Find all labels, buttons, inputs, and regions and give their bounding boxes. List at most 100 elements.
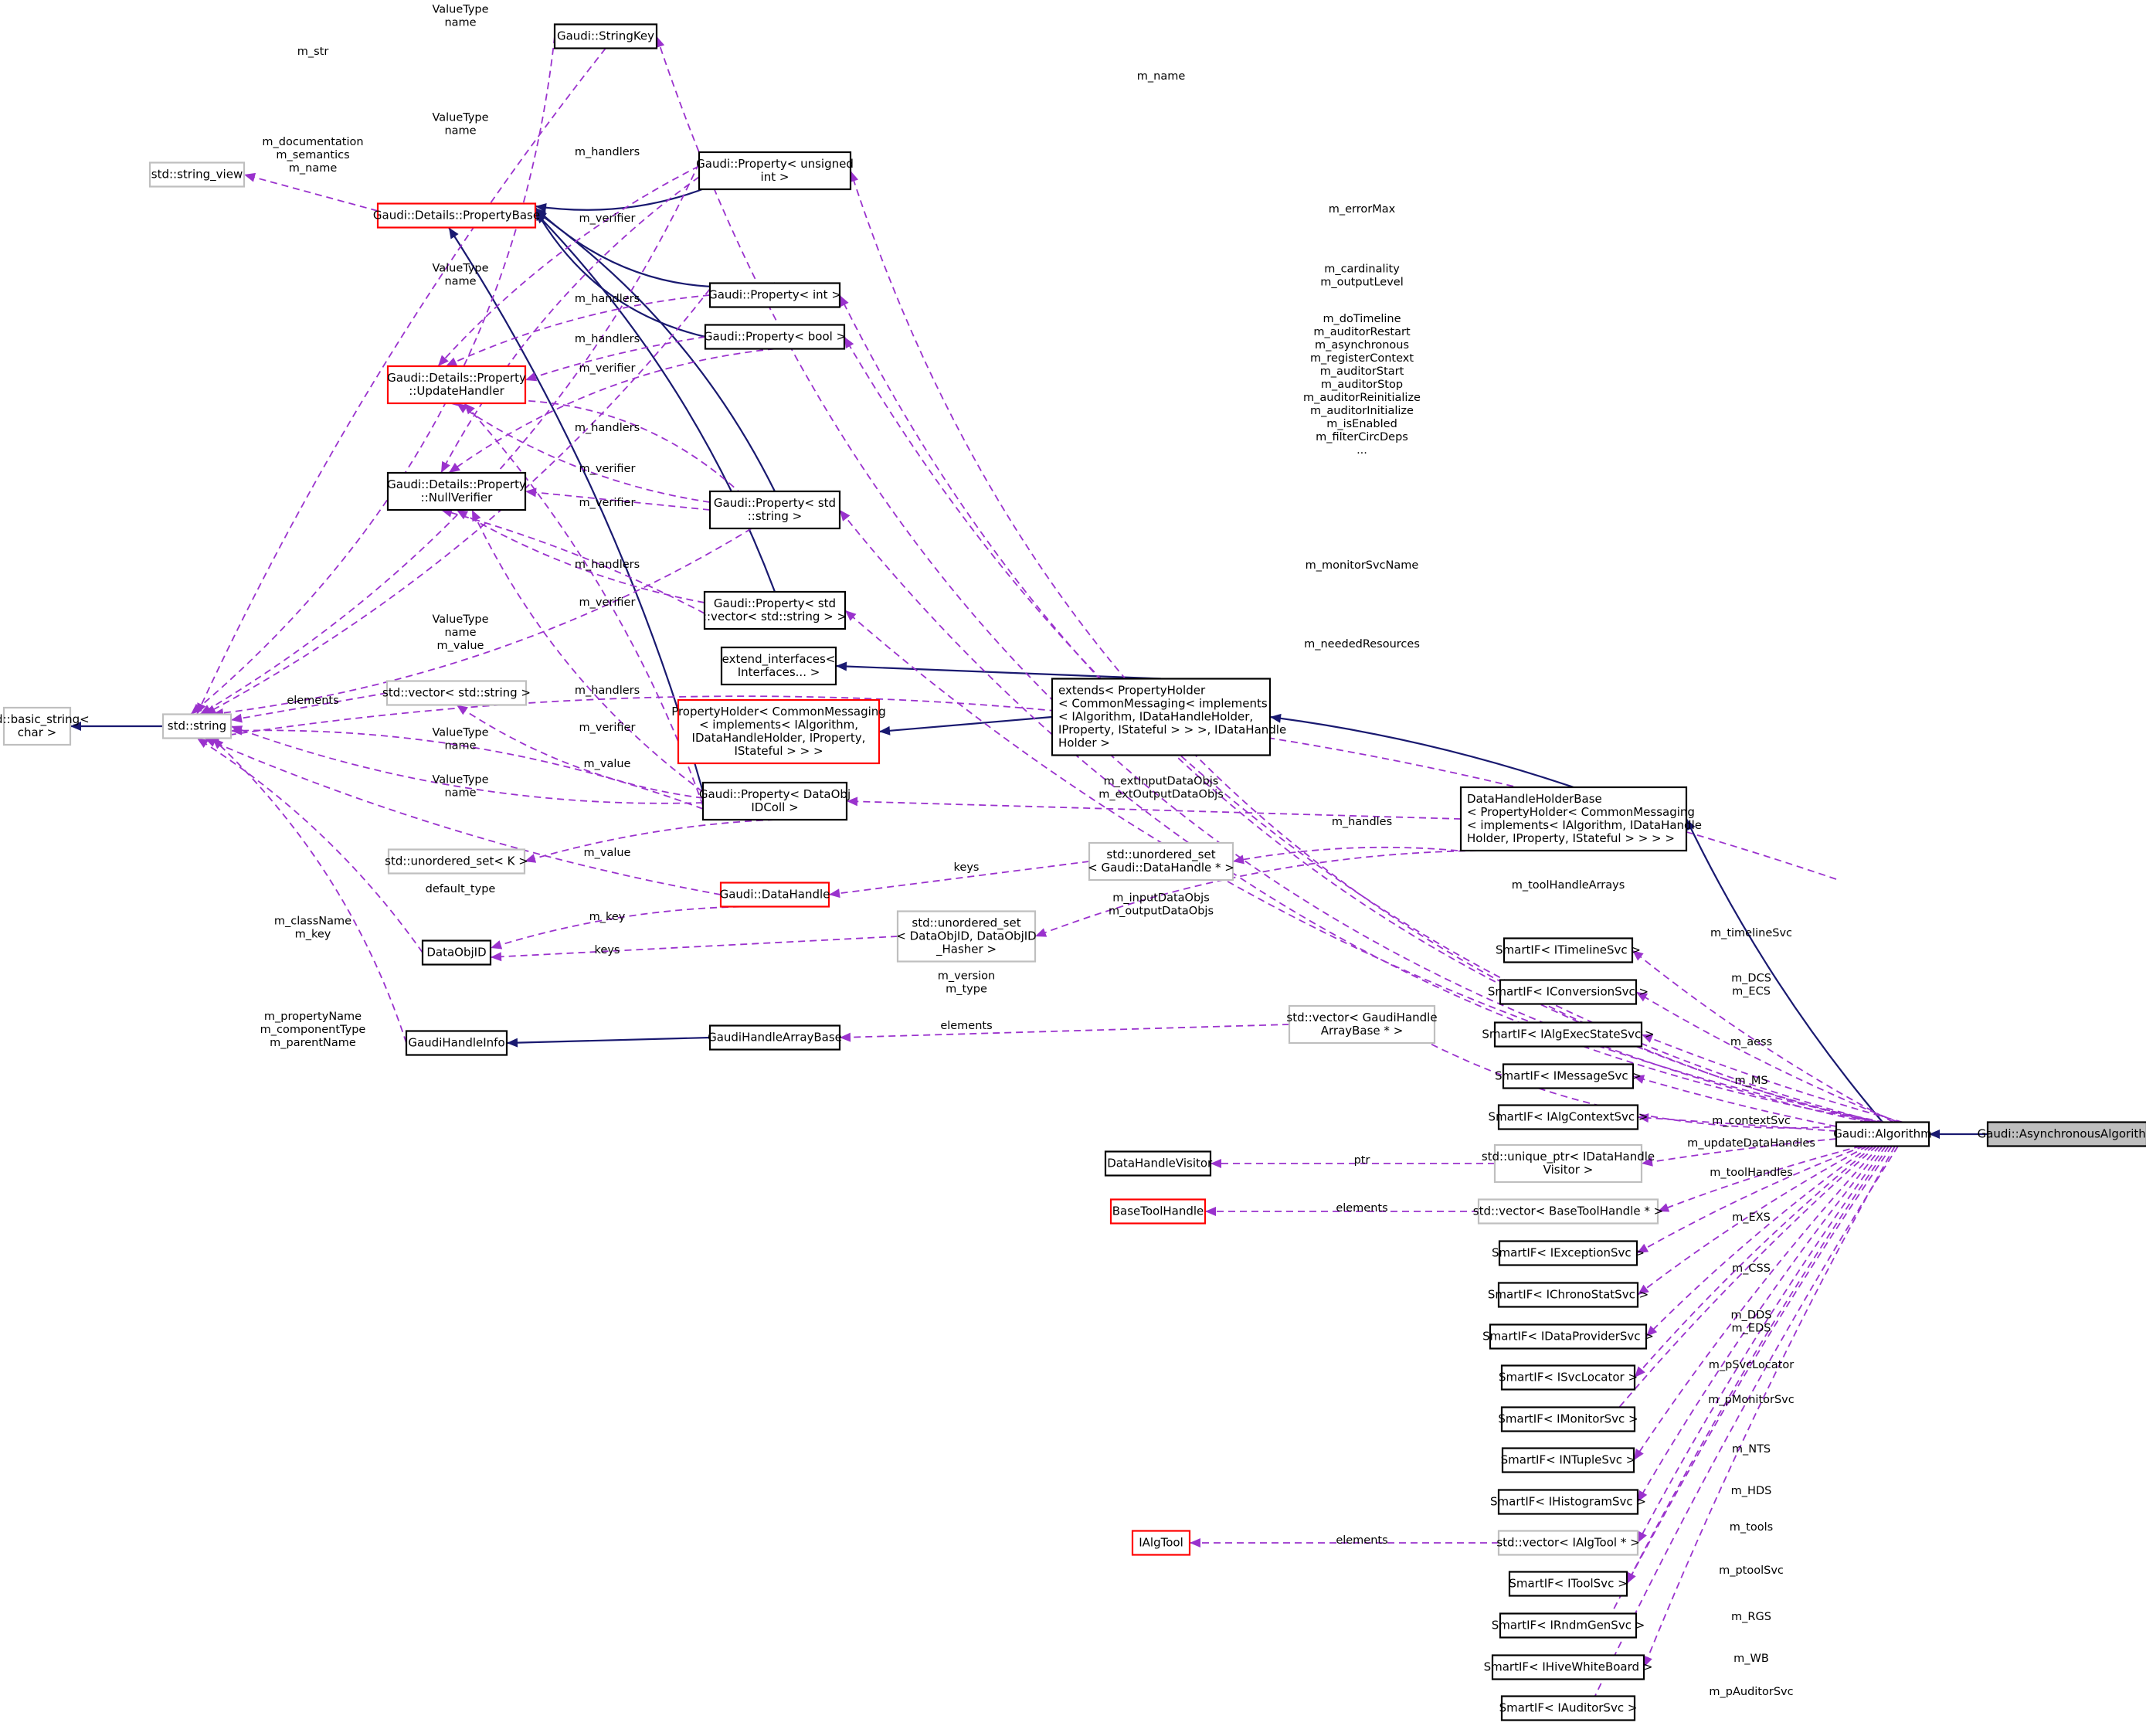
class-node-label: std::unique_ptr< IDataHandle: [1482, 1150, 1655, 1164]
edge-label-m_monitorsvcname: m_monitorSvcName: [1306, 559, 1419, 572]
inheritance-edge-algorithm-datahandleholderbase: [1686, 818, 1883, 1123]
class-node-monitorsvc[interactable]: SmartIF< IMonitorSvc >: [1498, 1406, 1638, 1432]
dependency-edge-elements_vecstr: [230, 692, 388, 723]
class-node-timelinesvc[interactable]: SmartIF< ITimelineSvc >: [1496, 937, 1641, 963]
class-node-idatahandlevisitor[interactable]: IDataHandleVisitor: [1104, 1150, 1213, 1177]
edge-label-m_hds: m_HDS: [1731, 1485, 1772, 1497]
edge-label-m_key: m_key: [589, 911, 626, 923]
class-node-prop-vector[interactable]: Gaudi::Property< std::vector< std::strin…: [703, 590, 847, 630]
class-node-extends[interactable]: extends< PropertyHolder< CommonMessaging…: [1051, 678, 1286, 756]
class-node-hivewhiteboard[interactable]: SmartIF< IHiveWhiteBoard >: [1484, 1654, 1653, 1680]
edge-label-dcs_ecs: m_ECS: [1732, 986, 1771, 998]
edge-label-version_type: m_version: [938, 970, 995, 983]
class-node-prop-bool[interactable]: Gaudi::Property< bool >: [704, 324, 846, 350]
class-node-basetoolhandle[interactable]: BaseToolHandle: [1109, 1198, 1207, 1225]
edge-label-bool_props: ...: [1357, 444, 1367, 457]
edge-label-vt_name_5: name: [444, 787, 476, 800]
dependency-edge-m_timelinesvc: [1632, 950, 1894, 1123]
dependency-edge-prop_comp_parent: [212, 737, 407, 1044]
class-node-label: IDataHandleVisitor: [1104, 1157, 1213, 1170]
edge-label-m_verifier_3: m_verifier: [579, 463, 636, 475]
edge-label-elements_gh: elements: [940, 1020, 992, 1032]
edge-label-vt_name_value: m_value: [437, 640, 484, 652]
dependency-edge-m_ms: [1632, 1075, 1837, 1127]
class-node-prop-string[interactable]: Gaudi::Property< std::string >: [708, 490, 841, 530]
class-node-chronostatsvc[interactable]: SmartIF< IChronoStatSvc >: [1488, 1282, 1649, 1308]
class-node-vector-basetoolhandle[interactable]: std::vector< BaseToolHandle * >: [1473, 1198, 1663, 1225]
class-node-ntuplesvc[interactable]: SmartIF< INTupleSvc >: [1501, 1447, 1636, 1473]
class-node-basic-string[interactable]: std::basic_string<char >: [0, 706, 90, 746]
class-node-label: std::vector< GaudiHandle: [1286, 1011, 1437, 1024]
dependency-edge-ext_in_out: [846, 797, 1462, 820]
edge-label-bool_props: m_registerContext: [1310, 352, 1414, 365]
class-node-dataprovidersvc[interactable]: SmartIF< IDataProviderSvc >: [1482, 1323, 1654, 1350]
class-node-algorithm[interactable]: Gaudi::Algorithm: [1833, 1121, 1932, 1147]
class-node-algexecstatesvc[interactable]: SmartIF< IAlgExecStateSvc >: [1482, 1021, 1655, 1048]
class-node-propertyholder[interactable]: PropertyHolder< CommonMessaging< impleme…: [671, 698, 886, 765]
edge-label-m_value_2: m_value: [584, 847, 631, 859]
class-node-gaudihandleinfo[interactable]: GaudiHandleInfo: [405, 1030, 508, 1056]
class-node-prop-int[interactable]: Gaudi::Property< int >: [708, 282, 841, 308]
class-node-label: DataHandleHolderBase: [1467, 792, 1602, 806]
edge-label-doc_sem_name: m_name: [289, 162, 338, 175]
class-node-auditorsvc[interactable]: SmartIF< IAuditorSvc >: [1499, 1695, 1638, 1721]
class-node-label: Visitor >: [1543, 1163, 1594, 1177]
class-node-vector-string[interactable]: std::vector< std::string >: [382, 680, 531, 706]
class-node-unordered-set-doid[interactable]: std::unordered_set< DataObjID, DataObjID…: [896, 910, 1037, 963]
class-node-extend-interfaces[interactable]: extend_interfaces<Interfaces... >: [720, 646, 837, 686]
edge-label-card_output: m_outputLevel: [1320, 277, 1403, 289]
edge-labels: ValueTypenamem_strm_documentationm_seman…: [260, 4, 1815, 1699]
class-node-rndmgensvc[interactable]: SmartIF< IRndmGenSvc >: [1492, 1612, 1645, 1639]
dependency-edge-m_value_1: [463, 403, 704, 807]
dependency-edge-m_handles: [1232, 846, 1458, 865]
edge-label-m_pmonitorsvc: m_pMonitorSvc: [1708, 1394, 1794, 1406]
class-node-vector-ialgtool[interactable]: std::vector< IAlgTool * >: [1496, 1530, 1640, 1556]
class-node-label: SmartIF< IExceptionSvc >: [1492, 1246, 1645, 1260]
class-node-histogramsvc[interactable]: SmartIF< IHistogramSvc >: [1490, 1489, 1646, 1515]
dependency-edge-doc_sem_name: [243, 172, 379, 212]
edge-label-bool_props: m_auditorRestart: [1313, 326, 1411, 338]
dependency-edge-elements_gh: [839, 1024, 1290, 1042]
class-node-conversionsvc[interactable]: SmartIF< IConversionSvc >: [1488, 979, 1649, 1005]
edge-label-bool_props: m_auditorReinitialize: [1303, 392, 1421, 404]
class-node-datahandleholderbase[interactable]: DataHandleHolderBase< PropertyHolder< Co…: [1459, 786, 1702, 852]
class-node-propertybase[interactable]: Gaudi::Details::PropertyBase: [373, 202, 540, 229]
inheritance-edge-datahandleholderbase-extends: [1269, 713, 1574, 789]
class-node-unordered-set-dh[interactable]: std::unordered_set< Gaudi::DataHandle * …: [1088, 841, 1234, 882]
class-node-gaudihandlearraybase[interactable]: GaudiHandleArrayBase: [708, 1024, 842, 1051]
dependency-edge-m_verifier_1: [440, 176, 700, 474]
inheritance-edge-extends-propertyholder: [878, 715, 1053, 736]
class-node-svclocator[interactable]: SmartIF< ISvcLocator >: [1499, 1364, 1638, 1391]
class-node-label: SmartIF< IAlgContextSvc >: [1489, 1110, 1649, 1124]
class-node-exceptionsvc[interactable]: SmartIF< IExceptionSvc >: [1492, 1240, 1645, 1266]
class-node-stringkey[interactable]: Gaudi::StringKey: [553, 23, 658, 49]
class-node-dataobjid[interactable]: DataObjID: [421, 939, 492, 966]
edge-label-m_name: m_name: [1137, 70, 1186, 83]
class-node-label: SmartIF< IHiveWhiteBoard >: [1484, 1660, 1653, 1674]
class-node-string-view[interactable]: std::string_view: [148, 161, 246, 188]
class-node-updatehandler[interactable]: Gaudi::Details::Property::UpdateHandler: [386, 365, 527, 405]
class-node-label: < implements< IAlgorithm, IDataHandle: [1467, 818, 1702, 832]
class-node-ialgtool[interactable]: IAlgTool: [1131, 1530, 1191, 1556]
class-node-vector-gharray[interactable]: std::vector< GaudiHandleArrayBase * >: [1286, 1004, 1438, 1045]
class-node-label: Interfaces... >: [738, 665, 820, 679]
class-node-label: std::vector< BaseToolHandle * >: [1473, 1204, 1663, 1218]
class-node-label: Gaudi::Algorithm: [1833, 1127, 1932, 1141]
class-node-nullverifier[interactable]: Gaudi::Details::Property::NullVerifier: [386, 471, 527, 511]
class-node-unordered-set-k[interactable]: std::unordered_set< K >: [385, 848, 528, 875]
class-node-datahandle[interactable]: Gaudi::DataHandle: [720, 882, 830, 908]
edge-label-bool_props: m_filterCircDeps: [1316, 431, 1408, 443]
edge-label-m_verifier_1: m_verifier: [579, 212, 636, 225]
class-node-messagesvc[interactable]: SmartIF< IMessageSvc >: [1495, 1063, 1642, 1089]
class-node-label: SmartIF< IAuditorSvc >: [1499, 1701, 1638, 1715]
class-node-toolsvc[interactable]: SmartIF< IToolSvc >: [1508, 1571, 1628, 1597]
edge-label-m_rgs: m_RGS: [1731, 1611, 1771, 1623]
class-node-label: IAlgTool: [1139, 1536, 1183, 1550]
class-node-label: _Hasher >: [935, 943, 997, 957]
class-node-string[interactable]: std::string: [161, 713, 233, 739]
edge-label-ext_in_out: m_extInputDataObjs: [1104, 776, 1219, 788]
class-node-algcontextsvc[interactable]: SmartIF< IAlgContextSvc >: [1489, 1104, 1649, 1130]
class-node-unique-ptr-visitor[interactable]: std::unique_ptr< IDataHandleVisitor >: [1482, 1143, 1655, 1184]
